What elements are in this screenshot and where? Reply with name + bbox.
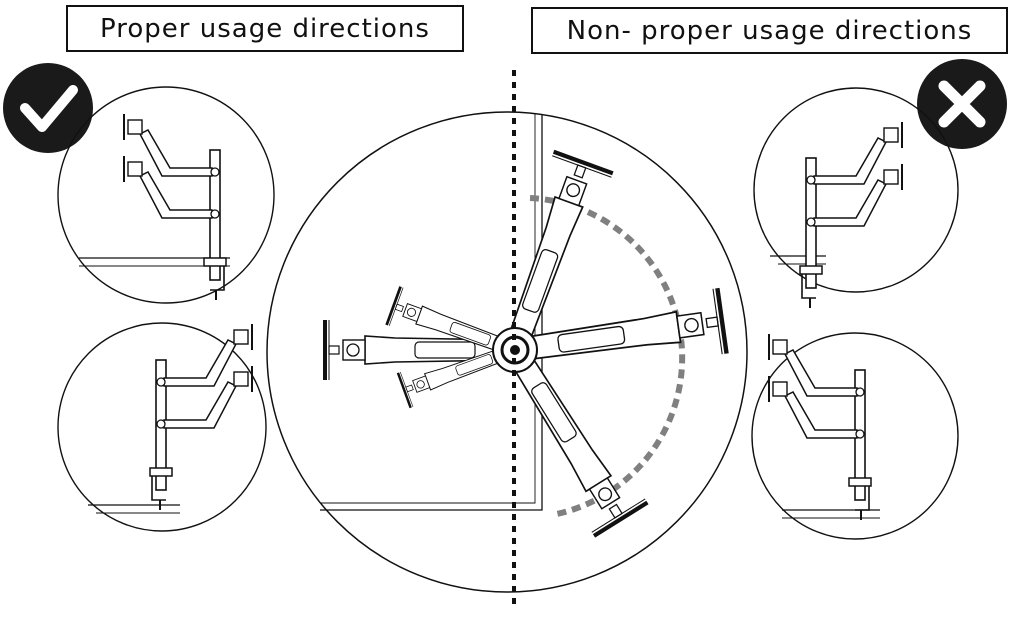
- non-proper-usage-label: Non- proper usage directions: [531, 7, 1008, 54]
- non-proper-example-top: [753, 87, 959, 309]
- proper-example-top: [57, 86, 275, 304]
- cross-icon: [917, 59, 1007, 149]
- check-icon: [3, 63, 93, 153]
- proper-example-bottom: [57, 322, 267, 532]
- rotation-arc: [529, 195, 686, 518]
- non-proper-example-bottom: [751, 332, 959, 540]
- proper-usage-label: Proper usage directions: [66, 5, 464, 52]
- top-view-diagram: [266, 111, 748, 593]
